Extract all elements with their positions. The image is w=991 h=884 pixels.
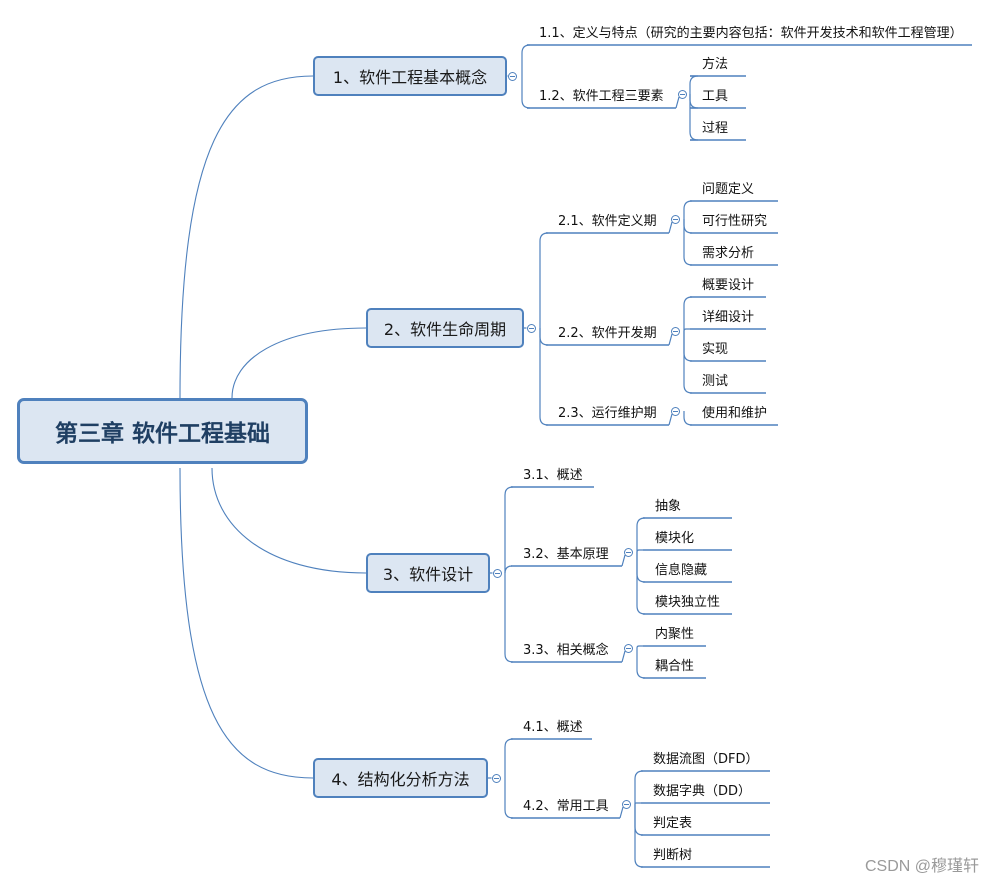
leaf-connector-2-2-1 — [683, 296, 693, 331]
root-connector-2 — [231, 327, 367, 399]
subtopic-collapse-2-3[interactable] — [670, 406, 680, 416]
leaf-connector-3-2-4 — [636, 552, 646, 615]
sub-stub-3-3 — [621, 650, 626, 663]
subtopic-3-1[interactable]: 3.1、概述 — [523, 468, 583, 483]
subtopic-4-1[interactable]: 4.1、概述 — [523, 720, 583, 735]
leaf-connector-3-2-2 — [636, 549, 643, 553]
sub-connector-4-1 — [504, 738, 514, 778]
subtopic-collapse-3-3[interactable] — [623, 643, 633, 653]
subtopic-collapse-2-2[interactable] — [670, 326, 680, 336]
sub-stub-1-2 — [675, 96, 680, 109]
leaf-topic-1-2-1[interactable]: 方法 — [702, 57, 729, 72]
leaf-topic-4-2-1[interactable]: 数据流图（DFD） — [653, 752, 759, 767]
sub-stub-3-2 — [621, 554, 626, 567]
leaf-topic-2-2-4[interactable]: 测试 — [702, 374, 729, 389]
subtopic-1-2[interactable]: 1.2、软件工程三要素 — [539, 89, 664, 104]
subtopic-4-2[interactable]: 4.2、常用工具 — [523, 799, 609, 814]
branch-collapse-4[interactable] — [491, 773, 501, 783]
leaf-topic-3-2-2[interactable]: 模块化 — [655, 531, 695, 546]
leaf-connector-2-2-3 — [683, 331, 693, 362]
leaf-connector-2-1-1 — [683, 200, 693, 219]
leaf-connector-2-1-2 — [683, 219, 693, 234]
leaf-topic-4-2-2[interactable]: 数据字典（DD） — [653, 784, 752, 799]
leaf-connector-4-2-2 — [634, 802, 641, 805]
leaf-topic-4-2-4[interactable]: 判断树 — [653, 848, 693, 863]
sub-connector-3-1 — [504, 486, 514, 573]
leaf-topic-3-3-2[interactable]: 耦合性 — [655, 659, 695, 674]
leaf-connector-3-3-1 — [636, 645, 643, 649]
sub-stub-2-2 — [668, 333, 673, 346]
leaf-connector-3-2-1 — [636, 517, 646, 552]
sub-stub-2-1 — [668, 221, 673, 234]
branch-collapse-3[interactable] — [492, 568, 502, 578]
leaf-topic-3-2-1[interactable]: 抽象 — [655, 499, 682, 514]
leaf-connector-2-2-4 — [683, 331, 693, 394]
sub-stub-2-3 — [668, 413, 673, 426]
branch-topic-1[interactable]: 1、软件工程基本概念 — [313, 56, 507, 96]
leaf-connector-3-2-3 — [636, 552, 646, 583]
root-topic[interactable]: 第三章 软件工程基础 — [17, 398, 308, 464]
subtopic-collapse-3-2[interactable] — [623, 547, 633, 557]
leaf-connector-4-2-3 — [634, 804, 644, 836]
leaf-connector-3-3-2 — [636, 648, 646, 679]
leaf-topic-2-1-2[interactable]: 可行性研究 — [702, 214, 768, 229]
leaf-topic-2-1-3[interactable]: 需求分析 — [702, 246, 755, 261]
subtopic-collapse-1-2[interactable] — [677, 89, 687, 99]
subtopic-collapse-4-2[interactable] — [621, 799, 631, 809]
leaf-topic-3-2-3[interactable]: 信息隐藏 — [655, 563, 708, 578]
subtopic-2-3[interactable]: 2.3、运行维护期 — [558, 406, 657, 421]
root-connector-4 — [179, 467, 314, 779]
subtopic-3-3[interactable]: 3.3、相关概念 — [523, 643, 609, 658]
subtopic-2-2[interactable]: 2.2、软件开发期 — [558, 326, 657, 341]
subtopic-3-2[interactable]: 3.2、基本原理 — [523, 547, 609, 562]
branch-collapse-2[interactable] — [526, 323, 536, 333]
leaf-topic-2-2-1[interactable]: 概要设计 — [702, 278, 755, 293]
sub-connector-2-1 — [539, 232, 549, 328]
leaf-topic-4-2-3[interactable]: 判定表 — [653, 816, 693, 831]
leaf-topic-3-2-4[interactable]: 模块独立性 — [655, 595, 721, 610]
leaf-connector-2-1-3 — [683, 219, 693, 266]
leaf-topic-1-2-2[interactable]: 工具 — [702, 89, 729, 104]
sub-connector-2-2 — [539, 328, 549, 346]
sub-connector-3-3 — [504, 573, 514, 663]
leaf-connector-2-3-1 — [683, 411, 693, 426]
leaf-connector-4-2-1 — [634, 770, 644, 804]
branch-topic-2[interactable]: 2、软件生命周期 — [366, 308, 524, 348]
leaf-topic-3-3-1[interactable]: 内聚性 — [655, 627, 695, 642]
leaf-topic-2-2-3[interactable]: 实现 — [702, 342, 729, 357]
leaf-topic-2-1-1[interactable]: 问题定义 — [702, 182, 755, 197]
subtopic-collapse-2-1[interactable] — [670, 214, 680, 224]
sub-connector-4-2 — [504, 778, 514, 819]
leaf-connector-1-2-3 — [689, 94, 699, 141]
leaf-connector-2-2-2 — [683, 328, 690, 332]
root-connector-1 — [179, 75, 314, 399]
subtopic-2-1[interactable]: 2.1、软件定义期 — [558, 214, 657, 229]
leaf-topic-1-2-3[interactable]: 过程 — [702, 121, 729, 136]
leaf-connector-1-2-1 — [689, 75, 699, 94]
root-connector-3 — [211, 467, 367, 574]
branch-collapse-1[interactable] — [507, 71, 517, 81]
branch-topic-4[interactable]: 4、结构化分析方法 — [313, 758, 488, 798]
sub-connector-1-2 — [521, 76, 531, 109]
leaf-topic-2-2-2[interactable]: 详细设计 — [702, 310, 755, 325]
watermark: CSDN @穆瑾轩 — [864, 858, 979, 875]
subtopic-1-1[interactable]: 1.1、定义与特点（研究的主要内容包括：软件开发技术和软件工程管理） — [539, 26, 963, 41]
branch-topic-3[interactable]: 3、软件设计 — [366, 553, 490, 593]
leaf-connector-1-2-2 — [689, 94, 699, 109]
sub-connector-1-1 — [521, 44, 531, 76]
sub-stub-4-2 — [619, 806, 624, 819]
sub-connector-3-2 — [504, 565, 513, 574]
leaf-topic-2-3-1[interactable]: 使用和维护 — [702, 406, 768, 421]
